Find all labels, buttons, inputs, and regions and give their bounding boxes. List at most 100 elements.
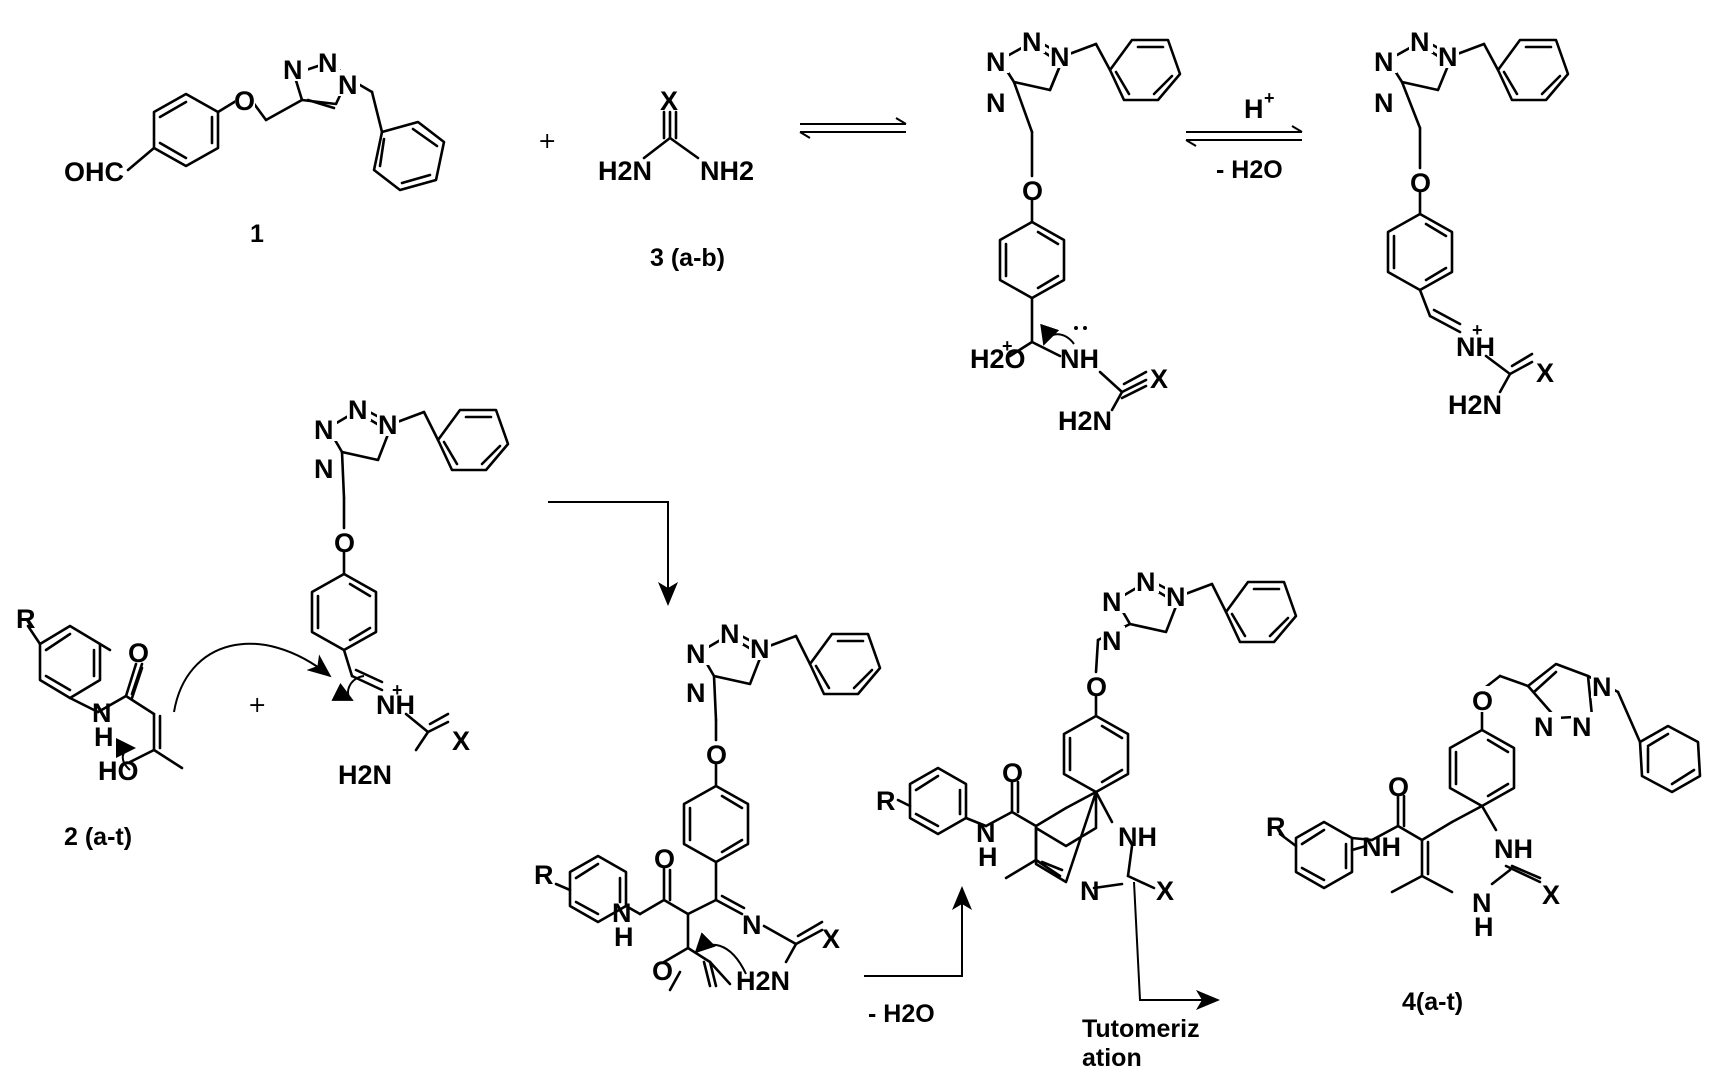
atom-x: X xyxy=(660,86,678,116)
atom-o: O xyxy=(1472,686,1493,716)
amide-h: H xyxy=(94,722,114,752)
atom-n: N xyxy=(1374,47,1394,77)
atom-x: X xyxy=(1536,358,1554,388)
amine-right: NH2 xyxy=(700,156,754,186)
atom-o: O xyxy=(128,638,149,668)
atom-n: N xyxy=(318,48,338,78)
plus-sign: + xyxy=(538,129,556,154)
intermediate-hemiaminal: N N N N O H2O + NH X H2N xyxy=(970,27,1182,436)
atom-n: N xyxy=(1438,42,1458,72)
atom-o: O xyxy=(706,740,727,770)
amine-h2n: H2N xyxy=(338,760,392,790)
compound-label-2: 2 (a-t) xyxy=(64,823,132,851)
plus-sign: + xyxy=(248,693,266,718)
amine-h2n: H2N xyxy=(1448,390,1502,420)
iminium-charge: + xyxy=(1472,320,1483,340)
hydroxy-label: HO xyxy=(98,756,139,786)
iminium-electrophile: N N N N O NH + X H2N xyxy=(310,395,510,790)
aldehyde-group-label: OHC xyxy=(64,157,124,187)
atom-n: N xyxy=(314,415,334,445)
ring-nh: NH xyxy=(1118,822,1157,852)
compound-label-3: 3 (a-b) xyxy=(650,244,725,272)
atom-n: N xyxy=(1410,27,1430,57)
oxonium-charge: + xyxy=(1002,336,1013,356)
atom-n: N xyxy=(378,410,398,440)
iminium-nh: NH xyxy=(1456,332,1495,362)
imine-n: N xyxy=(742,910,762,940)
equilibrium-arrow-2: H + - H2O xyxy=(1185,88,1303,184)
substituent-r: R xyxy=(876,786,896,816)
compound-3-urea: X H2N NH2 3 (a-b) xyxy=(598,86,754,272)
atom-x: X xyxy=(1156,876,1174,906)
amide-n: N xyxy=(612,898,632,928)
reaction-arrow-tautomerization: Tutomeriz ation xyxy=(1082,881,1220,1069)
compound-1-aldehyde: O N N N OHC 1 xyxy=(64,48,446,248)
atom-o: O xyxy=(1410,168,1431,198)
atom-x: X xyxy=(822,924,840,954)
amide-nh: NH xyxy=(1362,832,1401,862)
atom-o: O xyxy=(1002,758,1023,788)
atom-n: N xyxy=(1572,712,1592,742)
intermediate-iminium: N N N N O NH + X H2N xyxy=(1373,27,1570,420)
atom-n: N xyxy=(1136,567,1156,597)
substituent-r: R xyxy=(534,860,554,890)
acid-catalyst: H xyxy=(1244,94,1264,124)
water-loss-bottom: - H2O xyxy=(868,1000,935,1028)
atom-x: X xyxy=(1150,364,1168,394)
substituent-r: R xyxy=(1266,812,1286,842)
tautomerization-line2: ation xyxy=(1082,1044,1142,1069)
iminium-charge: + xyxy=(392,680,403,700)
atom-n: N xyxy=(1050,42,1070,72)
amine-h2n: H2N xyxy=(1058,406,1112,436)
atom-n: N xyxy=(314,454,334,484)
atom-n: N xyxy=(1166,582,1186,612)
atom-o: O xyxy=(234,86,255,116)
substituent-r: R xyxy=(16,604,36,634)
compound-2-ketoamide: R O N H HO 2 (a-t) xyxy=(16,604,332,851)
atom-n: N xyxy=(1374,88,1394,118)
amide-h: H xyxy=(978,842,998,872)
acid-charge: + xyxy=(1264,88,1275,108)
water-loss-label: - H2O xyxy=(1216,156,1283,184)
atom-n: N xyxy=(1534,712,1554,742)
atom-o: O xyxy=(334,528,355,558)
atom-n: N xyxy=(720,619,740,649)
atom-n: N xyxy=(686,678,706,708)
atom-o: O xyxy=(1022,176,1043,206)
ring-nh-top: NH xyxy=(1494,834,1533,864)
intermediate-cyclized: N N N N O NH N X O N H R xyxy=(876,567,1298,906)
amide-h: H xyxy=(614,922,634,952)
atom-o: O xyxy=(1388,772,1409,802)
ring-n: N xyxy=(1080,876,1100,906)
ring-n-bottom: N xyxy=(1472,888,1492,918)
atom-x: X xyxy=(452,726,470,756)
iminium-nh: NH xyxy=(376,690,415,720)
atom-n: N xyxy=(283,55,303,85)
oxonium-label: H2O xyxy=(970,344,1026,374)
atom-n: N xyxy=(986,88,1006,118)
equilibrium-arrow-1 xyxy=(799,117,907,139)
intermediate-adduct: N N N N O N X H2N O O N H R xyxy=(534,619,882,996)
compound-label-1: 1 xyxy=(250,220,264,248)
atom-n: N xyxy=(1022,27,1042,57)
atom-o: O xyxy=(654,844,675,874)
amine-nh: NH xyxy=(1060,344,1099,374)
atom-n: N xyxy=(1592,672,1612,702)
amide-n: N xyxy=(976,818,996,848)
atom-o: O xyxy=(1086,672,1107,702)
amine-left: H2N xyxy=(598,156,652,186)
reaction-arrow-cyclization: - H2O xyxy=(864,886,972,1028)
reaction-arrow-addition xyxy=(548,501,678,606)
atom-n: N xyxy=(1102,626,1122,656)
atom-n: N xyxy=(338,70,358,100)
atom-n: N xyxy=(750,634,770,664)
atom-n: N xyxy=(686,639,706,669)
atom-n: N xyxy=(1102,587,1122,617)
atom-n: N xyxy=(986,47,1006,77)
compound-label-4: 4(a-t) xyxy=(1402,988,1463,1016)
ring-h-bottom: H xyxy=(1474,912,1494,942)
tautomerization-line1: Tutomeriz xyxy=(1082,1015,1200,1043)
compound-4-product: O N N N NH X N H O NH R 4(a-t) xyxy=(1266,662,1702,1016)
atom-n: N xyxy=(348,395,368,425)
